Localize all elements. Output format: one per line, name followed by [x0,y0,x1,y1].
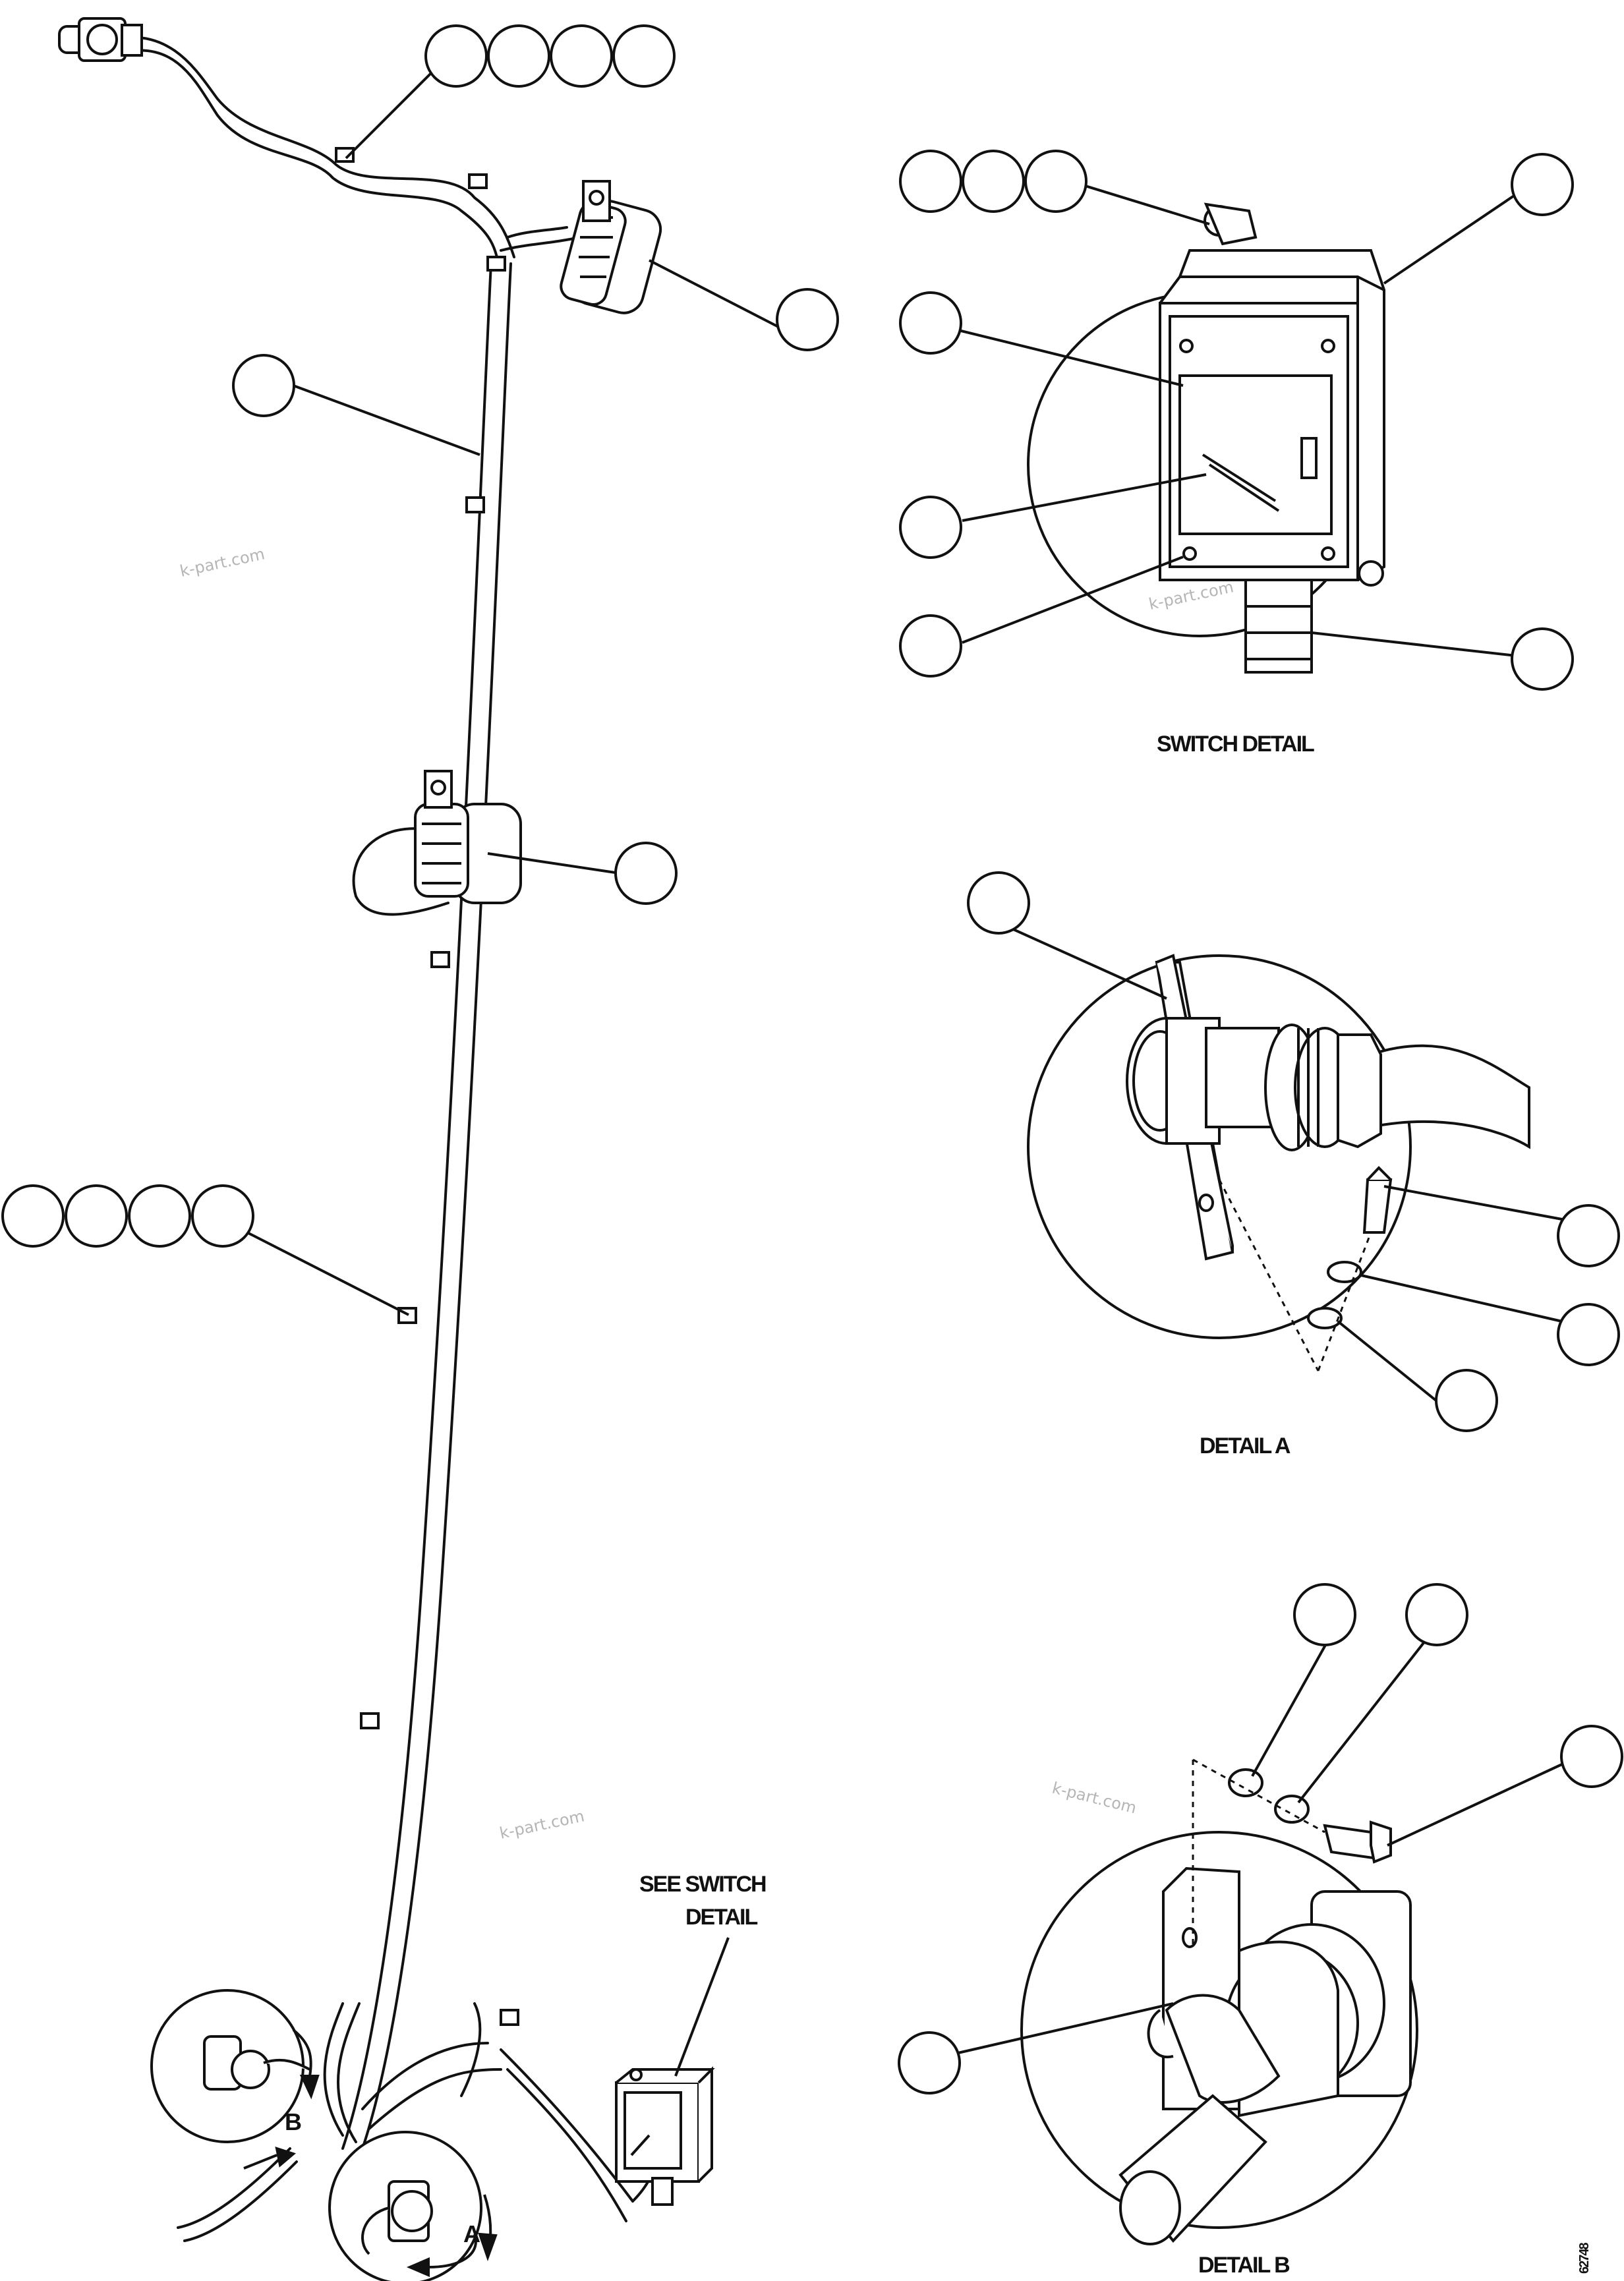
marker-b-label: B [285,2108,301,2135]
leader-lines [246,71,782,2077]
balloon [1511,153,1574,216]
balloon [487,24,550,88]
clip [465,496,485,513]
detail-b-dashes [1192,1758,1325,1944]
watermark: k-part.com [1051,1779,1139,1818]
detail-a [1027,954,1530,1339]
balloon [899,150,962,213]
balloon [232,354,295,417]
balloon [128,1184,191,1248]
watermark: k-part.com [178,544,266,581]
balloon [776,288,839,351]
detail-a-leaders [998,921,1563,1405]
balloon [1405,1583,1468,1646]
see-switch-label-line2: DETAIL [685,1905,757,1930]
detail-b-balloons [898,1583,1623,2094]
marker-a-label: A [463,2220,480,2247]
balloon [612,24,676,88]
clip [486,256,506,272]
detail-a-balloons [967,871,1620,1432]
clip [335,147,355,163]
switch-detail-title: SWITCH DETAIL [1157,732,1314,757]
inset-detail-a-small [328,2131,482,2281]
inset-detail-b-small [150,1989,310,2143]
balloon [614,842,678,905]
balloon [899,291,962,355]
balloon [1560,1725,1623,1788]
clip [500,2009,519,2026]
balloon [65,1184,128,1248]
switch-detail-leaders [955,183,1517,657]
plug-connector [58,17,143,62]
balloon [1,1184,65,1248]
direction-arrows [243,2029,498,2278]
switch-box-small [615,2066,715,2206]
clip [360,1712,380,1729]
upper-work-lamp [560,180,662,314]
balloon [1557,1303,1620,1366]
balloon [899,496,962,559]
balloon [1435,1369,1498,1432]
detail-a-title: DETAIL A [1200,1433,1290,1458]
detail-a-dashes [1218,1179,1372,1371]
balloon [424,24,488,88]
switch-detail-balloons [899,150,1574,691]
balloon [1024,150,1088,213]
balloon [962,150,1025,213]
balloon [1557,1204,1620,1267]
see-switch-label-line1: SEE SWITCH [639,1872,766,1897]
detail-b-title: DETAIL B [1198,2253,1290,2278]
detail-b-leaders [929,1633,1573,2061]
watermark: k-part.com [498,1806,586,1843]
balloon [1511,627,1574,691]
wire-harness [111,36,660,2242]
middle-work-lamp [414,770,522,904]
balloon [191,1184,254,1248]
callout-balloons-main [1,24,839,1248]
balloon [967,871,1030,935]
balloon [899,614,962,678]
balloon [1293,1583,1356,1646]
balloon [898,2031,961,2094]
clip [468,173,488,189]
harness-clips [335,147,519,2026]
balloon [550,24,613,88]
detail-b [1020,1768,1418,2245]
switch-detail [1027,202,1385,674]
clip [430,951,450,968]
drawing-number: 62748 [1577,2243,1592,2274]
